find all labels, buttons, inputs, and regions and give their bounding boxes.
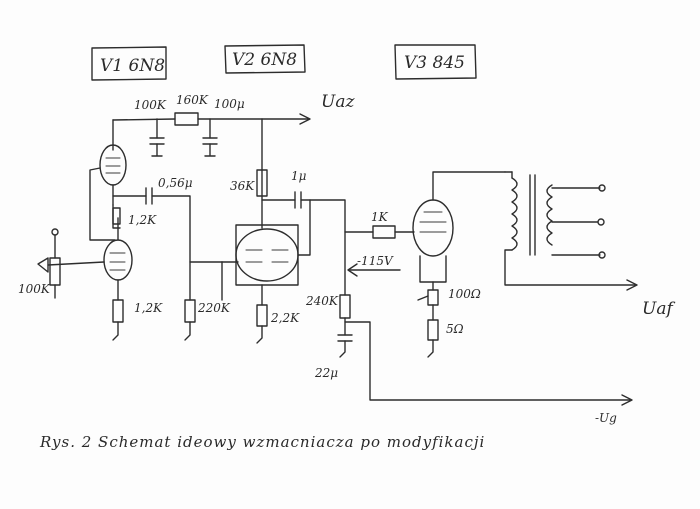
bias-arrow <box>347 263 401 277</box>
resistor-5r <box>427 304 439 358</box>
tube-label-v1-text: V1 6N8 <box>100 56 165 76</box>
label-r-100r: 100Ω <box>448 287 481 301</box>
label-uaf: Uaf <box>642 299 675 319</box>
label-r-100k-top: 100K <box>134 98 167 112</box>
label-r-100k-in: 100K <box>18 282 51 296</box>
label-r-1k2-b: 1,2K <box>134 301 163 315</box>
label-c-100u: 100μ <box>214 97 245 111</box>
label-r-160k: 160K <box>176 93 209 107</box>
tube-label-v1: V1 6N8 <box>91 46 167 81</box>
tube-label-v3: V3 845 <box>394 44 477 80</box>
coupling-capacitor-1u <box>261 191 346 296</box>
input-potentiometer <box>37 228 105 299</box>
label-r-36k: 36K <box>230 179 255 193</box>
tube-v2 <box>189 169 311 306</box>
label-r-240k: 240K <box>305 294 339 308</box>
label-r-220k: 220K <box>197 301 231 315</box>
label-c-22u: 22μ <box>314 366 338 380</box>
coupling-capacitor-056u <box>112 187 191 301</box>
label-v-115: -115V <box>357 254 394 268</box>
tube-label-v3-text: V3 845 <box>404 53 465 73</box>
label-r-1k2-a: 1,2K <box>128 213 157 227</box>
label-uaz: Uaz <box>321 92 355 112</box>
resistor-2k2 <box>256 304 268 344</box>
label-c-1u: 1μ <box>291 169 307 183</box>
label-ug: -Ug <box>595 411 617 425</box>
tube-v1-upper <box>89 144 127 241</box>
resistor-1k2-b <box>112 299 124 341</box>
capacitor-22u <box>337 321 633 406</box>
resistor-1k2-a <box>112 207 121 225</box>
resistor-100r <box>417 289 439 306</box>
label-r-1k: 1K <box>371 210 389 224</box>
label-c-056u: 0,56μ <box>158 176 193 190</box>
resistor-1k <box>344 225 415 239</box>
figure-caption: Rys. 2 Schemat ideowy wzmacniacza po mod… <box>39 433 485 451</box>
resistor-36k <box>256 169 268 197</box>
output-transformer <box>504 171 638 291</box>
label-r-2k2: 2,2K <box>270 311 300 325</box>
tube-label-v2-text: V2 6N8 <box>232 50 297 70</box>
supply-rail <box>112 112 311 171</box>
resistor-220k <box>184 299 196 341</box>
tube-label-v2: V2 6N8 <box>224 44 306 74</box>
label-r-5r: 5Ω <box>446 322 464 336</box>
resistor-240k <box>339 294 351 336</box>
tube-v3 <box>412 171 506 291</box>
